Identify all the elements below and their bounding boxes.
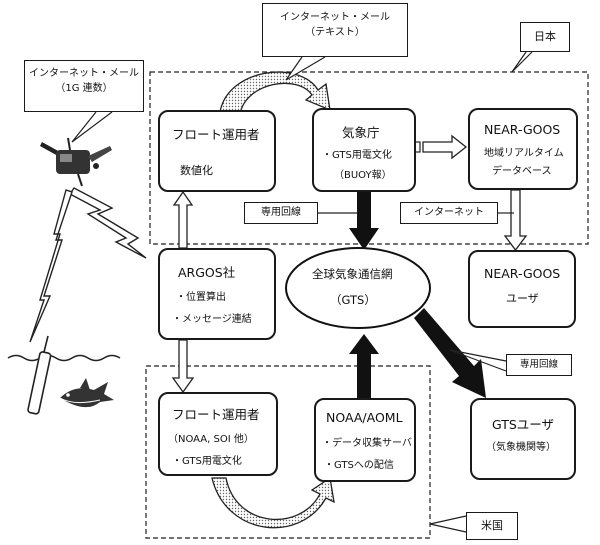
node-line: （NOAA, SOI 他） <box>168 434 254 445</box>
callout-internet-mail-text: インターネット・メール （テキスト） <box>262 3 408 57</box>
gts-user-node: GTSユーザ （気象機関等） <box>470 398 576 480</box>
jma-node: 気象庁 ・GTS用電文化 （BUOY報） <box>312 108 416 192</box>
curved-arrow-jp <box>219 71 331 115</box>
dedicated-line-label: 専用回線 <box>519 359 558 370</box>
node-line: （気象機関等） <box>486 442 556 453</box>
sea-surface-icon <box>7 354 121 362</box>
float-operator-us-node: フロート運用者 （NOAA, SOI 他） ・GTS用電文化 <box>158 392 278 476</box>
fish-icon <box>59 378 114 408</box>
node-line: データベース <box>492 166 552 177</box>
thick-arrow-jma-gts <box>349 190 379 250</box>
callout-pointer-dedicated-right <box>449 349 507 372</box>
node-line: ・データ収集サーバ <box>322 438 412 449</box>
thick-arrow-noaa-gts <box>349 334 379 398</box>
near-goos-db-node: NEAR-GOOS 地域リアルタイム データベース <box>468 108 578 190</box>
hollow-arrow-argos-us <box>171 339 195 394</box>
float-operator-jp-node: フロート運用者 数値化 <box>158 110 276 192</box>
callout-line: インターネット・メール <box>29 68 139 79</box>
lightning-bolt-icon <box>68 187 147 259</box>
callout-dedicated-line-top: 専用回線 <box>244 202 318 224</box>
node-line: ・GTS用電文化 <box>172 456 242 467</box>
internet-label: インターネット <box>414 207 484 218</box>
node-line: ・位置算出 <box>176 292 226 303</box>
node-title: フロート運用者 <box>172 407 260 422</box>
satellite-icon <box>40 137 112 187</box>
japan-region <box>149 71 589 245</box>
node-title: NEAR-GOOS <box>484 266 561 281</box>
node-title: フロート運用者 <box>172 127 260 142</box>
callout-line: （テキスト） <box>305 27 365 38</box>
callout-usa: 米国 <box>466 512 518 540</box>
curved-arrow-us <box>211 476 335 529</box>
near-goos-user-node: NEAR-GOOS ユーザ <box>468 250 576 328</box>
callout-pointer-text <box>285 56 326 81</box>
usa-label: 米国 <box>481 519 503 532</box>
callout-dedicated-line-right: 専用回線 <box>506 354 572 376</box>
node-line: ・GTS用電文化 <box>322 150 392 161</box>
callout-pointer-japan <box>511 51 533 73</box>
callout-japan: 日本 <box>520 22 570 52</box>
noaa-aoml-node: NOAA/AOML ・データ収集サーバ ・GTSへの配信 <box>314 398 416 482</box>
callout-pointer-usa <box>429 515 467 533</box>
japan-label: 日本 <box>534 30 556 43</box>
argos-node: ARGOS社 ・位置算出 ・メッセージ連結 <box>158 248 276 340</box>
float-icon <box>27 335 52 415</box>
hollow-arrow-neargoos-user <box>503 189 528 252</box>
node-title: NOAA/AOML <box>326 410 403 425</box>
node-title: 気象庁 <box>342 125 380 140</box>
gts-title: 全球気象通信網 <box>312 267 393 281</box>
node-title: NEAR-GOOS <box>484 122 561 137</box>
double-arrow-argos-jp <box>172 190 194 249</box>
callout-line: （1G 連数） <box>55 83 113 94</box>
callout-line: インターネット・メール <box>280 12 390 23</box>
node-title: GTSユーザ <box>492 417 555 432</box>
gts-network-node <box>285 247 431 329</box>
lightning-bolt-icon-2 <box>29 189 73 343</box>
node-title: ARGOS社 <box>178 265 236 280</box>
callout-internet-mail-1g: インターネット・メール （1G 連数） <box>24 60 144 112</box>
node-line: （BUOY報） <box>334 170 392 181</box>
node-line: 数値化 <box>180 164 213 177</box>
node-line: ユーザ <box>506 292 539 305</box>
gts-subtitle: （GTS） <box>330 293 376 307</box>
usa-region <box>145 365 431 539</box>
node-line: ・メッセージ連結 <box>172 314 252 325</box>
thick-arrow-gts-user <box>414 308 486 398</box>
callout-internet: インターネット <box>400 202 498 224</box>
hollow-arrow-jma-neargoos <box>414 134 468 160</box>
dedicated-line-label: 専用回線 <box>261 207 301 218</box>
node-line: 地域リアルタイム <box>484 148 564 159</box>
callout-pointer-1g <box>71 111 113 143</box>
node-line: ・GTSへの配信 <box>324 460 394 471</box>
